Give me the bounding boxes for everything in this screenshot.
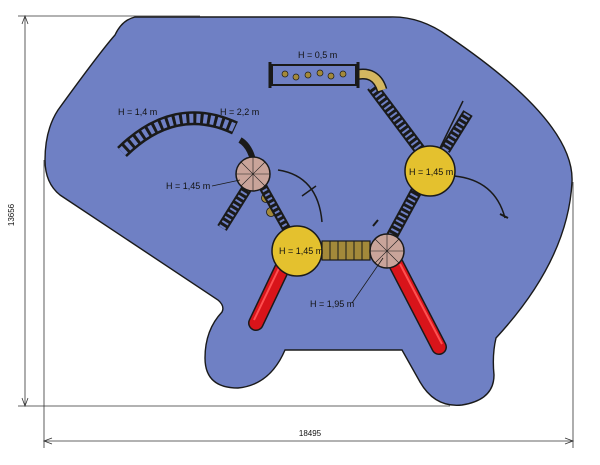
- crawl-tube: [268, 62, 388, 92]
- bridge: [321, 240, 371, 261]
- platform-yellow-right: [404, 145, 456, 197]
- height-dimension-label: 13656: [7, 203, 16, 226]
- platform-pink-left: [235, 156, 271, 192]
- ladder-left: [217, 185, 252, 231]
- curved-ladder: [117, 111, 238, 158]
- slide-right: [388, 256, 447, 355]
- label-h-1-4: H = 1,4 m: [118, 107, 157, 117]
- label-h-1-95: H = 1,95 m: [310, 299, 354, 309]
- leader-1-95: [351, 257, 384, 304]
- label-h-2-2: H = 2,2 m: [220, 107, 259, 117]
- label-h-0-5: H = 0,5 m: [298, 50, 337, 60]
- ladder-link-left: [258, 182, 294, 238]
- dimension-lines: [18, 14, 575, 448]
- platform-pink-right: [369, 233, 405, 269]
- arc-bar-right: [453, 175, 506, 219]
- label-h-1-45-left: H = 1,45 m: [166, 181, 210, 191]
- width-dimension-label: 18495: [299, 429, 322, 438]
- slide-left: [248, 254, 293, 331]
- label-h-1-45-right: H = 1,45 m: [409, 167, 453, 177]
- pole-far-right: [439, 100, 464, 149]
- arc-bar-center: [277, 169, 323, 223]
- leader-1-45-left: [211, 179, 241, 187]
- label-h-1-45-center: H = 1,45 m: [279, 246, 323, 256]
